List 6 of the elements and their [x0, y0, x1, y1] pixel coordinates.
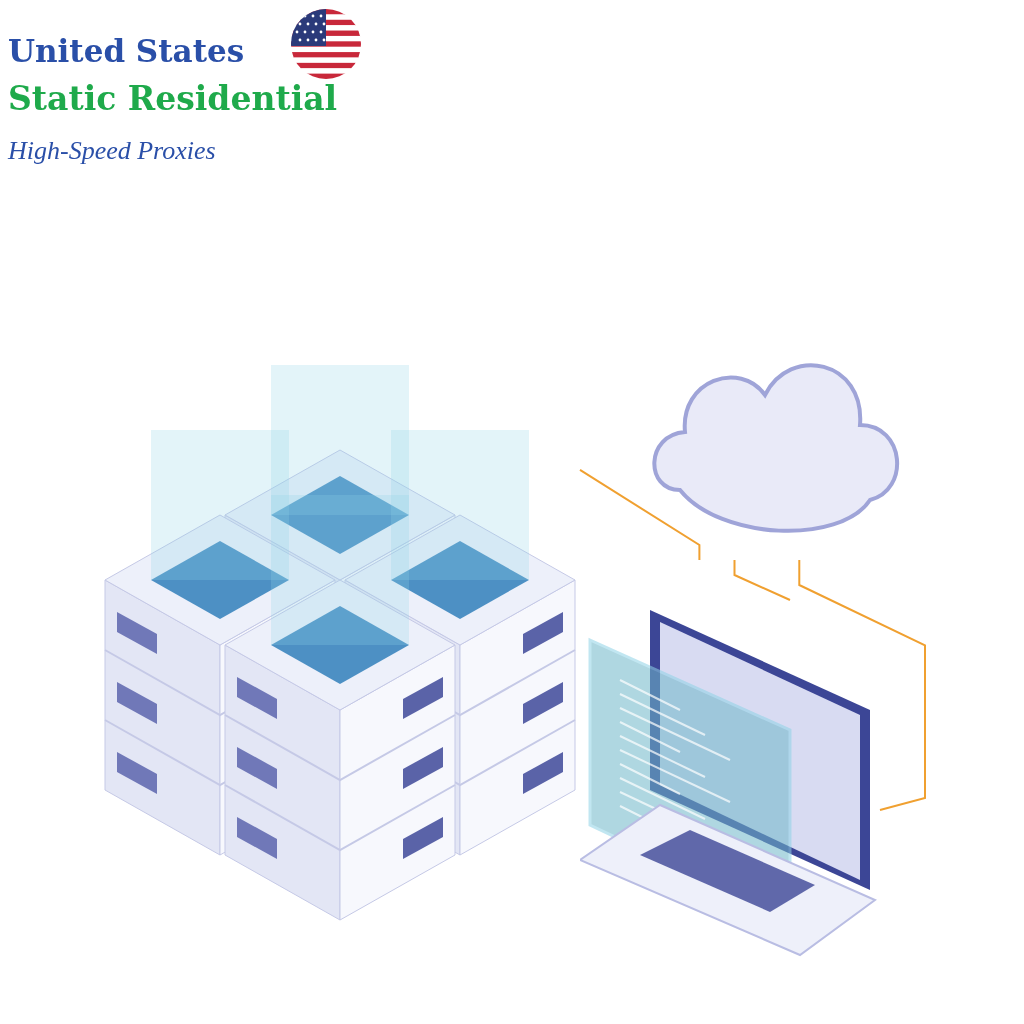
heading-text: United States: [8, 36, 245, 67]
connector-line: [579, 468, 701, 561]
tagline-text: High-Speed Proxies: [8, 138, 216, 164]
connector-line: [798, 559, 926, 811]
connector-line: [733, 559, 791, 601]
heading-text: Static Residential: [8, 82, 338, 115]
